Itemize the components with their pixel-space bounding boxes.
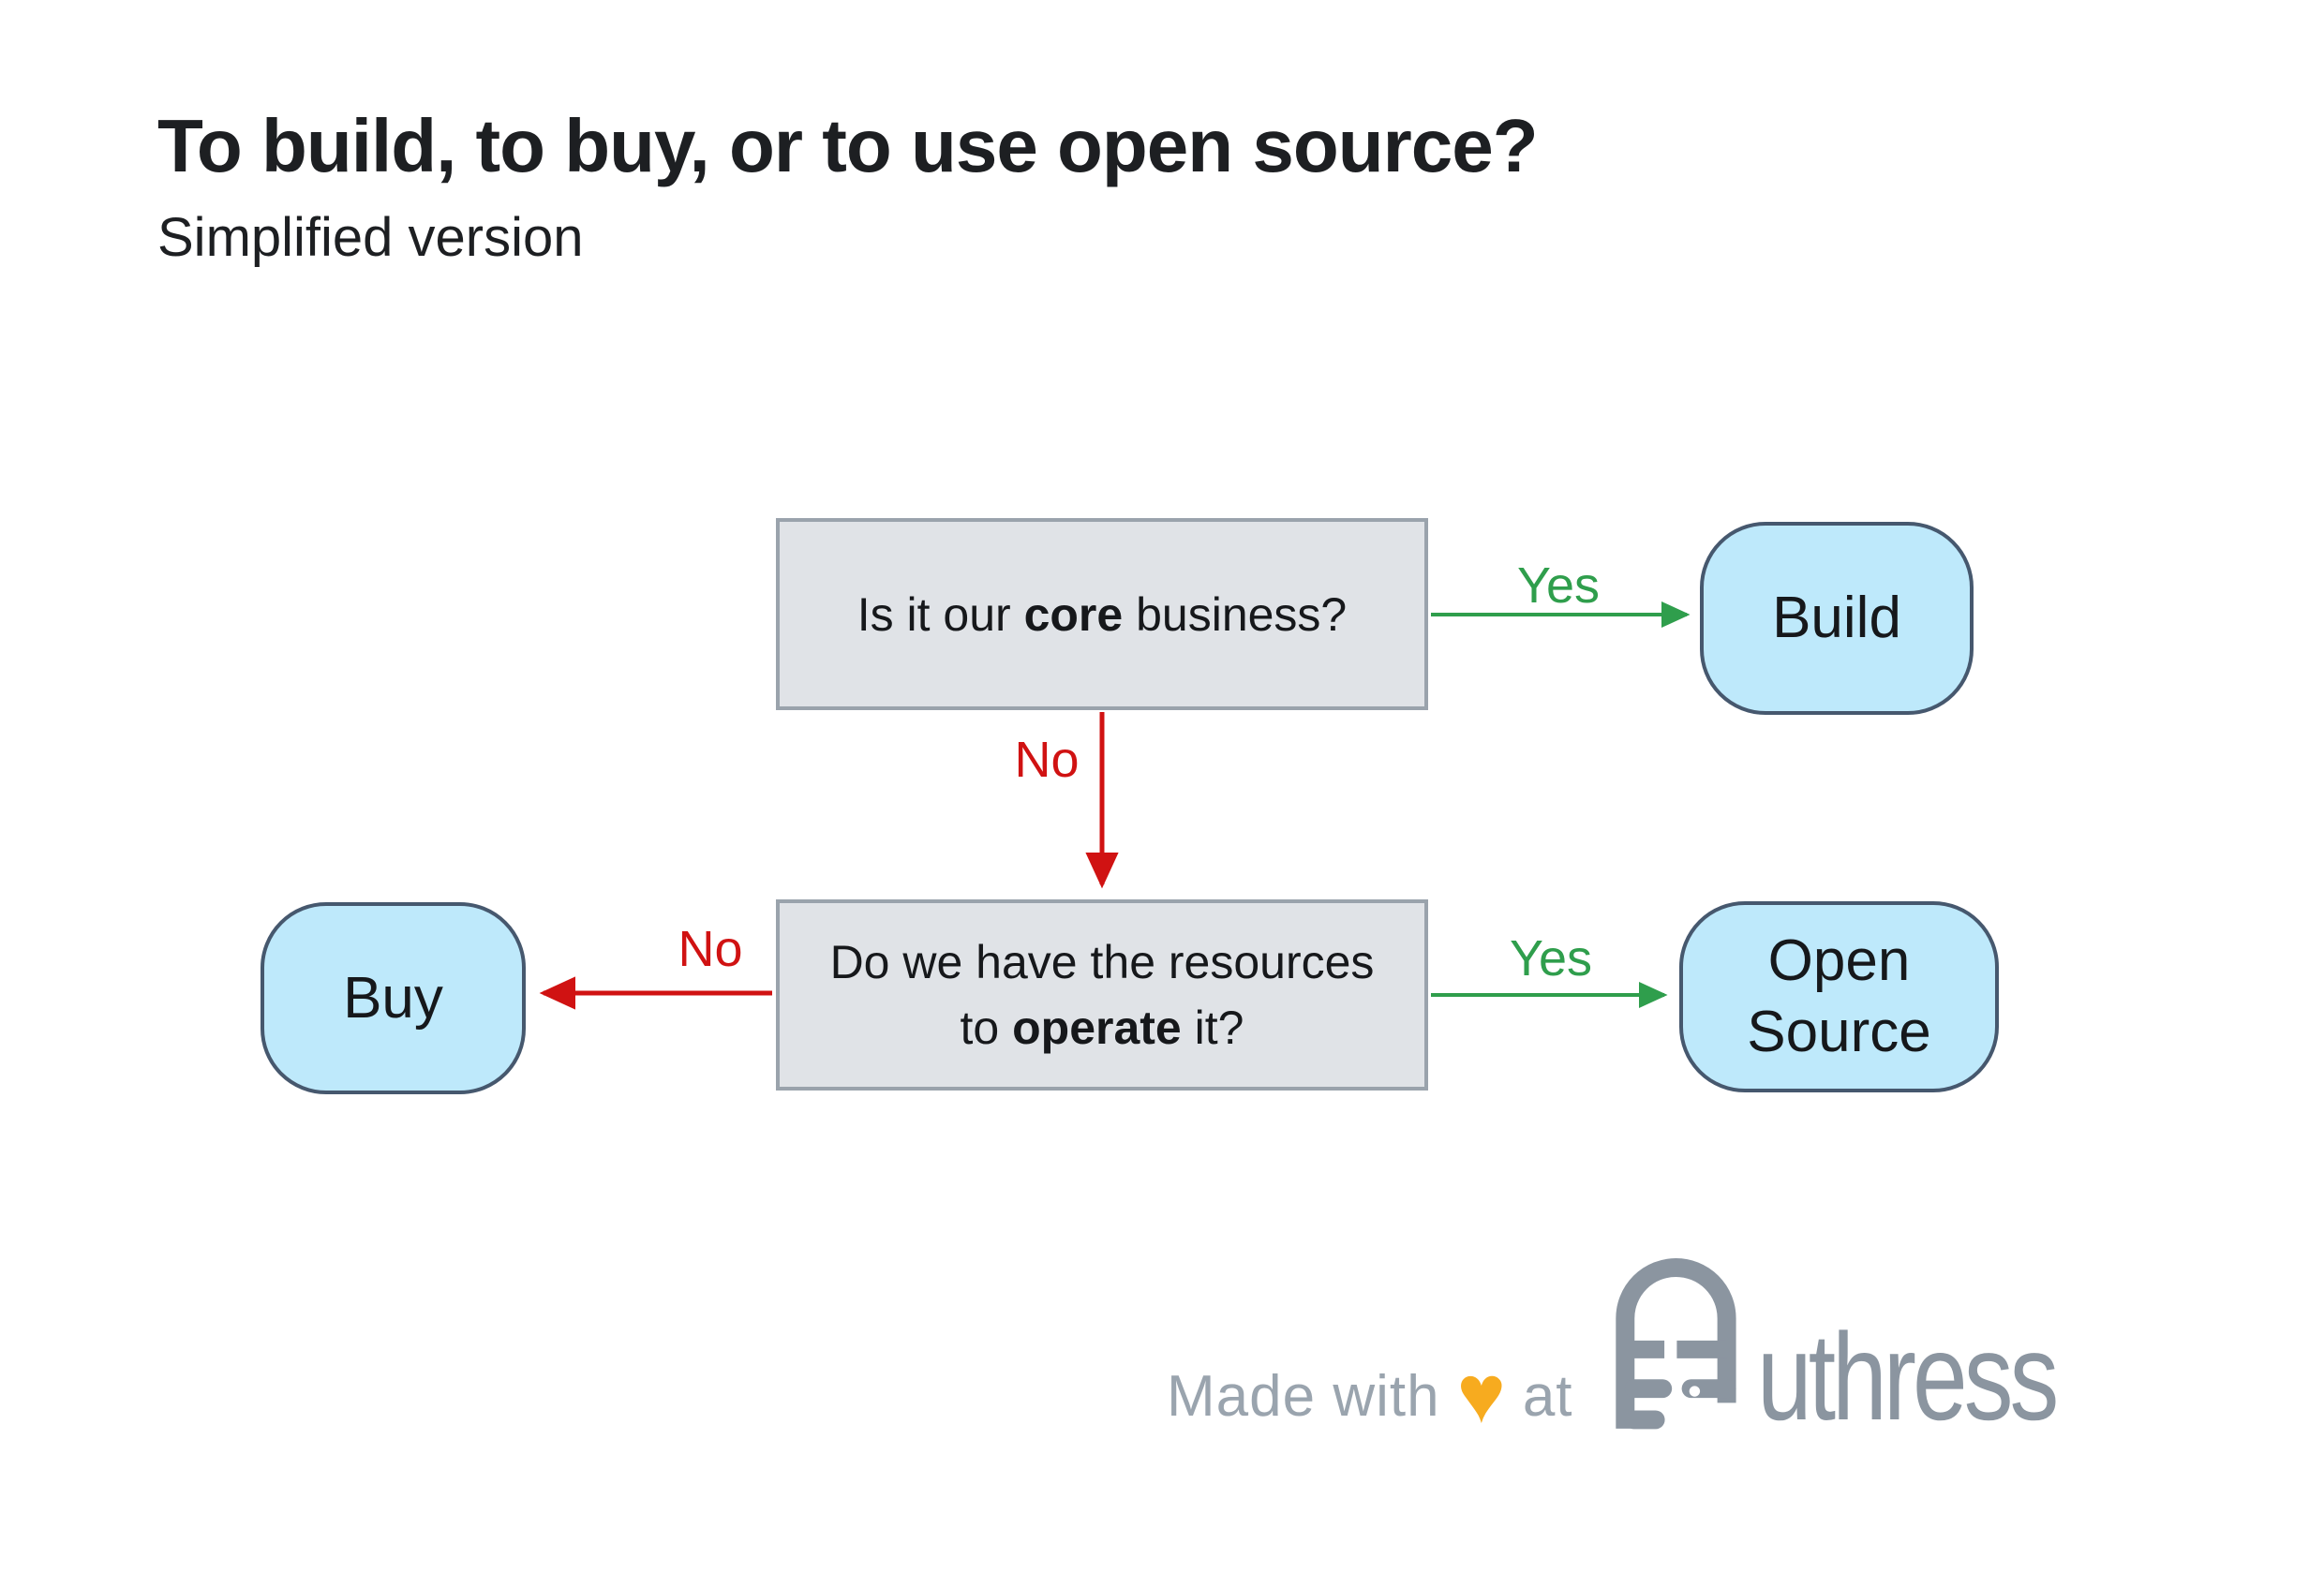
at-text: at <box>1522 1364 1573 1429</box>
page-subtitle: Simplified version <box>157 207 584 268</box>
footer-credit: Made with ♥ at uthress <box>1167 1255 2129 1439</box>
heart-icon: ♥ <box>1456 1347 1506 1441</box>
decision-box-resources: Do we have the resources to operate it? <box>776 899 1428 1091</box>
decision-box-resources-text: Do we have the resources to operate it? <box>829 936 1375 1054</box>
authress-logo: uthress <box>1613 1255 2130 1439</box>
made-with-text: Made with <box>1167 1364 1440 1429</box>
decision-box-core-business-text: Is it our core business? <box>857 587 1348 641</box>
authress-logo-a-icon <box>1615 1258 1736 1430</box>
decision-box-core-business: Is it our core business? <box>776 518 1428 710</box>
node-build-label: Build <box>1772 586 1901 651</box>
edge-label-yes-open-source: Yes <box>1509 930 1593 987</box>
node-open-source-label-line2: Source <box>1747 1000 1931 1064</box>
edge-label-no-buy: No <box>678 921 743 977</box>
node-open-source-label-line1: Open <box>1767 928 1911 994</box>
node-open-source: Open Source <box>1679 901 1999 1092</box>
page-title: To build, to buy, or to use open source? <box>157 104 1539 187</box>
node-buy: Buy <box>261 902 526 1094</box>
edge-label-yes-build: Yes <box>1516 557 1601 614</box>
authress-logo-text: uthress <box>1756 1308 2059 1446</box>
node-buy-label: Buy <box>343 965 443 1031</box>
edge-label-no-down: No <box>1014 732 1080 788</box>
node-build: Build <box>1700 522 1974 715</box>
